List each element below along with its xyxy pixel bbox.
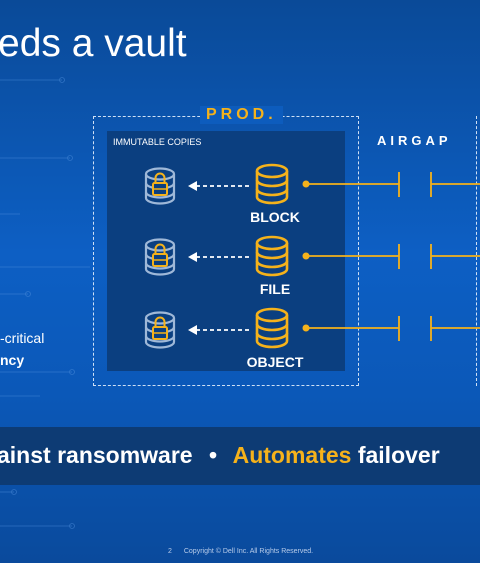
immutable-copies-label: IMMUTABLE COPIES bbox=[113, 137, 202, 147]
row-label-object: OBJECT bbox=[246, 354, 304, 370]
banner-part-2: failover bbox=[357, 442, 440, 468]
airgap-label: AIRGAP bbox=[377, 133, 452, 148]
slide-footer: 2 Copyright © Dell Inc. All Rights Reser… bbox=[168, 548, 313, 555]
side-text-line-1: -critical bbox=[0, 330, 45, 346]
banner-highlight: Automates bbox=[232, 442, 352, 468]
database-cylinder-icon bbox=[255, 235, 289, 277]
database-cylinder-icon bbox=[255, 163, 289, 205]
banner-bullet: • bbox=[208, 442, 218, 468]
row-label-file: FILE bbox=[259, 281, 291, 297]
arrow-head-icon bbox=[188, 252, 197, 262]
row-block bbox=[144, 163, 480, 205]
copyright-text: Copyright © Dell Inc. All Rights Reserve… bbox=[183, 548, 314, 555]
locked-database-icon bbox=[144, 167, 176, 205]
vault-frame-edge bbox=[476, 116, 480, 386]
database-cylinder-icon bbox=[255, 307, 289, 349]
prod-label: PROD. bbox=[200, 106, 283, 124]
side-text-line-2: ncy bbox=[0, 352, 25, 368]
arrow-head-icon bbox=[188, 181, 197, 191]
locked-database-icon bbox=[144, 238, 176, 276]
locked-database-icon bbox=[144, 311, 176, 349]
slide-title: eds a vault bbox=[0, 22, 187, 65]
page-number: 2 bbox=[168, 548, 172, 555]
arrow-head-icon bbox=[188, 325, 197, 335]
benefits-banner-text: ainst ransomware • Automates failover bbox=[0, 442, 440, 469]
banner-part-1: ainst ransomware bbox=[0, 442, 193, 468]
row-label-block: BLOCK bbox=[250, 209, 300, 225]
row-file bbox=[144, 235, 480, 277]
row-object bbox=[144, 307, 480, 349]
benefits-banner bbox=[0, 427, 480, 485]
